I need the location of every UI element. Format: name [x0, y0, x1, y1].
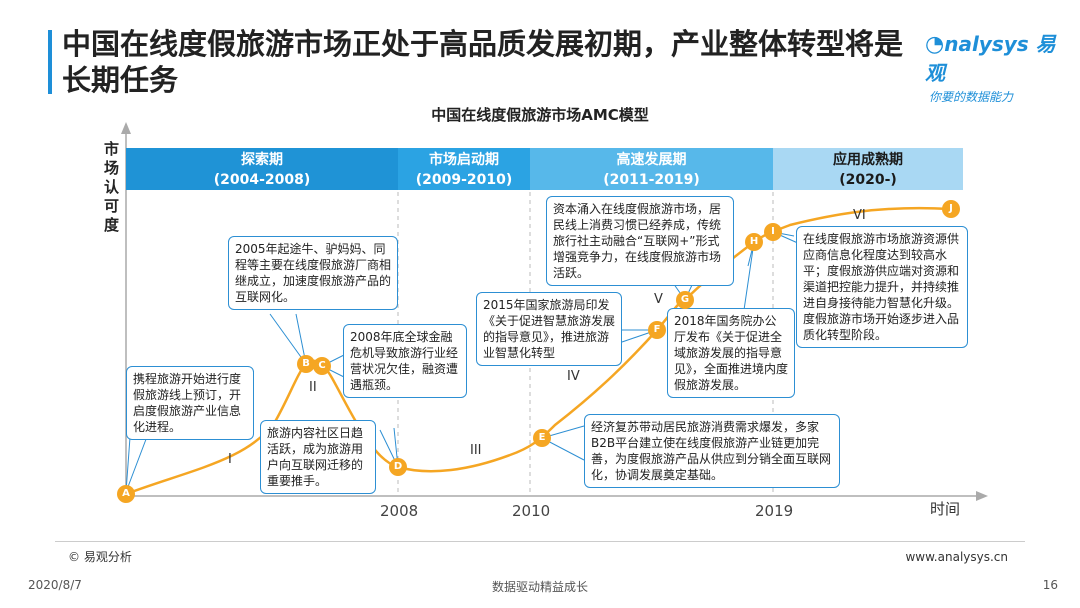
stage-rapid-growth: 高速发展期 (2011-2019) — [530, 148, 773, 190]
y-axis-label: 市场认可度 — [104, 140, 120, 234]
diagram-title: 中国在线度假旅游市场AMC模型 — [431, 106, 649, 124]
page-title: 中国在线度假旅游市场正处于高品质发展初期，产业整体转型将是长期任务 — [62, 27, 904, 97]
stage-exploration: 探索期 (2004-2008) — [126, 148, 398, 190]
phase-label: V — [654, 292, 663, 307]
annotation-h: 2018年国务院办公厅发布《关于促进全域旅游发展的指导意见》，全面推进境内度假旅… — [667, 308, 795, 398]
node-j: J — [942, 200, 960, 218]
report-date: 2020/8/7 — [28, 578, 82, 592]
node-h: H — [745, 233, 763, 251]
stage-launch: 市场启动期 (2009-2010) — [398, 148, 530, 190]
annotation-i: 在线度假旅游市场旅游资源供应商信息化程度达到较高水平；度假旅游供应端对资源和渠道… — [796, 226, 968, 348]
phase-label: III — [470, 443, 482, 458]
website-link[interactable]: www.analysys.cn — [905, 550, 1008, 564]
logo-tagline: 你要的数据能力 — [929, 90, 1014, 104]
node-g: G — [676, 291, 694, 309]
title-accent-bar — [48, 30, 52, 94]
x-tick-2010: 2010 — [512, 502, 551, 520]
phase-label: II — [309, 380, 317, 395]
x-axis-label: 时间 — [930, 500, 961, 518]
footer-divider — [55, 541, 1025, 542]
logo-main-text: ◔nalysys 易观 — [925, 32, 1056, 85]
phase-label: IV — [567, 369, 580, 384]
slogan: 数据驱动精益成长 — [491, 580, 588, 594]
x-axis-arrow — [976, 491, 988, 501]
node-e: E — [533, 429, 551, 447]
annotation-a: 携程旅游开始进行度假旅游线上预订，开启度假旅游产业信息化进程。 — [126, 366, 254, 440]
node-b: B — [297, 355, 315, 373]
annotation-e: 经济复苏带动居民旅游消费需求爆发，多家B2B平台建立使在线度假旅游产业链更加完善… — [584, 414, 840, 488]
y-axis-arrow — [121, 122, 131, 134]
node-i: I — [764, 223, 782, 241]
phase-label: VI — [853, 208, 866, 223]
annotation-c: 旅游内容社区日趋活跃，成为旅游用户向互联网迁移的重要推手。 — [260, 420, 376, 494]
annotation-b: 2005年起途牛、驴妈妈、同程等主要在线度假旅游厂商相继成立，加速度假旅游产品的… — [228, 236, 398, 310]
node-f: F — [648, 321, 666, 339]
source-note: © 易观分析 — [68, 550, 132, 564]
annotation-f: 2015年国家旅游局印发《关于促进智慧旅游发展的指导意见》，推进旅游业智慧化转型 — [476, 292, 622, 366]
annotation-d: 2008年底全球金融危机导致旅游行业经营状况欠佳，融资遭遇瓶颈。 — [343, 324, 467, 398]
stage-maturity: 应用成熟期 (2020-) — [773, 148, 963, 190]
x-tick-2019: 2019 — [755, 502, 794, 520]
node-d: D — [389, 458, 407, 476]
node-c: C — [313, 357, 331, 375]
node-a: A — [117, 485, 135, 503]
phase-label: I — [228, 452, 232, 467]
analysys-logo: ◔nalysys 易观 你要的数据能力 — [925, 28, 1065, 104]
x-tick-2008: 2008 — [380, 502, 419, 520]
annotation-g: 资本涌入在线度假旅游市场，居民线上消费习惯已经养成，传统旅行社主动融合“互联网+… — [546, 196, 734, 286]
page-number: 16 — [1042, 578, 1058, 592]
